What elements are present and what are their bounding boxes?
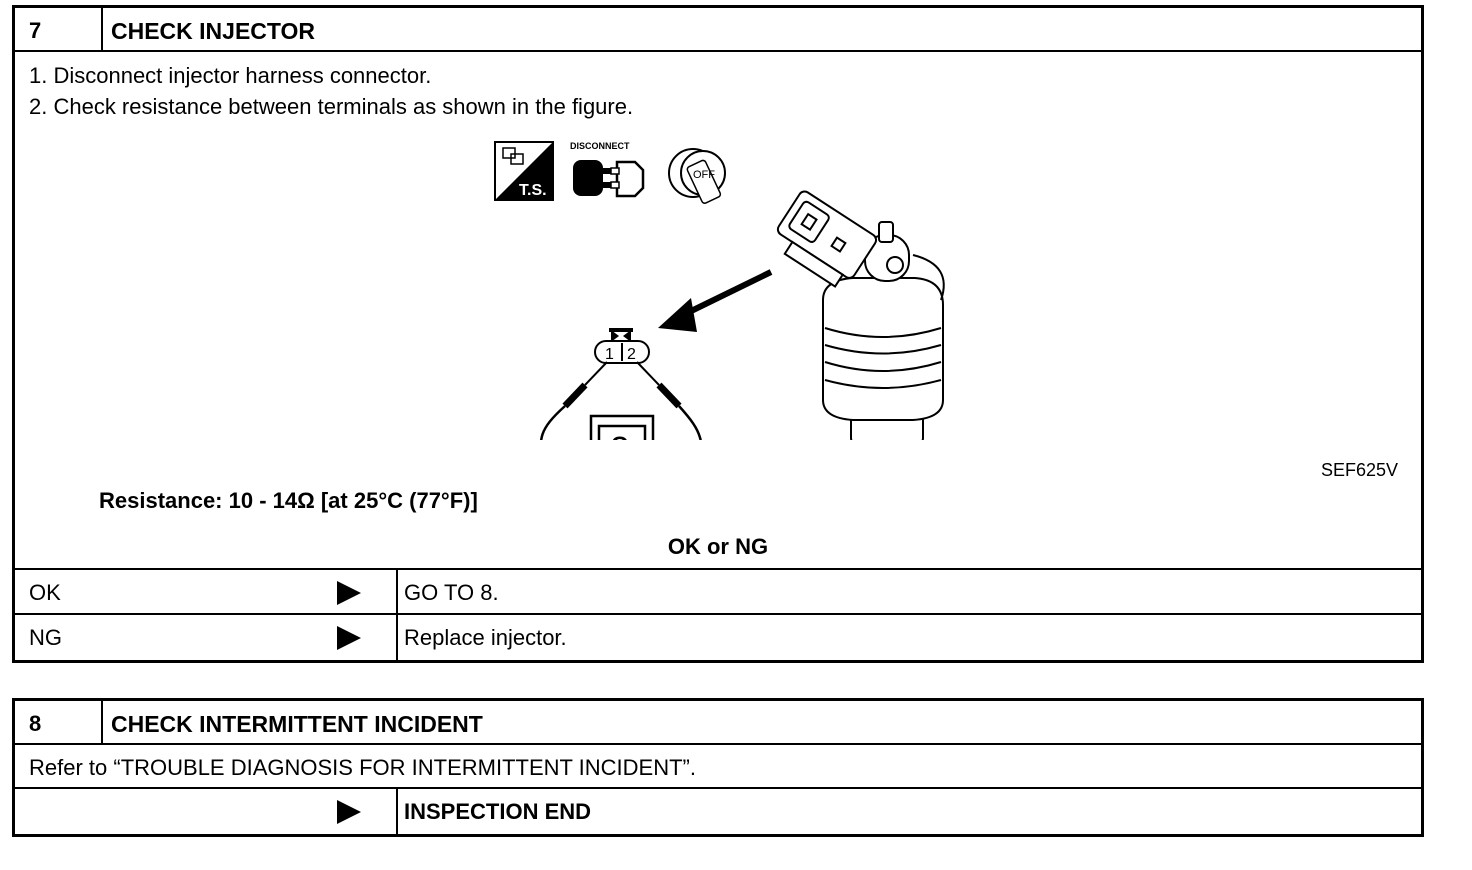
ohmmeter: Ω: [589, 414, 655, 440]
step-8-header: 8 CHECK INTERMITTENT INCIDENT: [15, 701, 1421, 745]
step-8-instruction: Refer to “TROUBLE DIAGNOSIS FOR INTERMIT…: [15, 745, 1421, 789]
step-title: CHECK INTERMITTENT INCIDENT: [111, 711, 483, 737]
injector-drawing: [776, 190, 945, 440]
ignition-key-off-icon: OFF: [668, 148, 726, 204]
figure-code: SEF625V: [1321, 460, 1399, 480]
step-number: 7: [15, 8, 103, 50]
key-off-label: OFF: [693, 169, 715, 181]
result-label-cell: OK: [15, 570, 398, 613]
instruction-step-1: 1. Disconnect injector harness connector…: [29, 63, 432, 88]
step-title: CHECK INJECTOR: [111, 18, 316, 44]
result-action: INSPECTION END: [404, 799, 592, 824]
result-action: Replace injector.: [404, 625, 567, 650]
result-row-end: INSPECTION END: [15, 789, 1421, 834]
disconnect-label: DISCONNECT: [570, 141, 630, 151]
ts-icon: T.S.: [494, 141, 554, 201]
result-label: OK: [29, 580, 61, 605]
right-arrow-icon: [337, 581, 361, 605]
step-7-box: 7 CHECK INJECTOR 1. Disconnect injector …: [12, 5, 1424, 663]
right-arrow-icon: [337, 626, 361, 650]
ok-or-ng-heading: OK or NG: [667, 534, 769, 559]
disconnect-icon: DISCONNECT: [570, 141, 645, 198]
result-label-cell: [15, 789, 398, 834]
injector-resistance-figure: T.S. DISCONNECT OFF: [494, 141, 945, 440]
terminal-1-label: 1: [605, 346, 614, 363]
terminal-2-label: 2: [627, 346, 636, 363]
instruction-list: 1. Disconnect injector harness connector…: [29, 60, 633, 122]
right-arrow-icon: [337, 800, 361, 824]
step-8-box: 8 CHECK INTERMITTENT INCIDENT Refer to “…: [12, 698, 1424, 837]
step-7-body: 1. Disconnect injector harness connector…: [15, 52, 1421, 570]
ohm-symbol: Ω: [611, 432, 629, 440]
connector-terminals: 1 2: [594, 328, 650, 364]
result-label-cell: NG: [15, 615, 398, 660]
result-row-ok: OK GO TO 8.: [15, 570, 1421, 615]
pointer-arrow: [658, 269, 773, 332]
step-7-header: 7 CHECK INJECTOR: [15, 8, 1421, 52]
result-label: NG: [29, 625, 62, 650]
probe-leads: [539, 361, 702, 440]
step-number: 8: [15, 701, 103, 743]
ts-label: T.S.: [519, 182, 547, 199]
instruction-step-2: 2. Check resistance between terminals as…: [29, 94, 634, 119]
result-row-ng: NG Replace injector.: [15, 615, 1421, 660]
resistance-spec: Resistance: 10 - 14Ω [at 25°C (77°F)]: [99, 488, 478, 513]
result-action: GO TO 8.: [404, 580, 499, 605]
